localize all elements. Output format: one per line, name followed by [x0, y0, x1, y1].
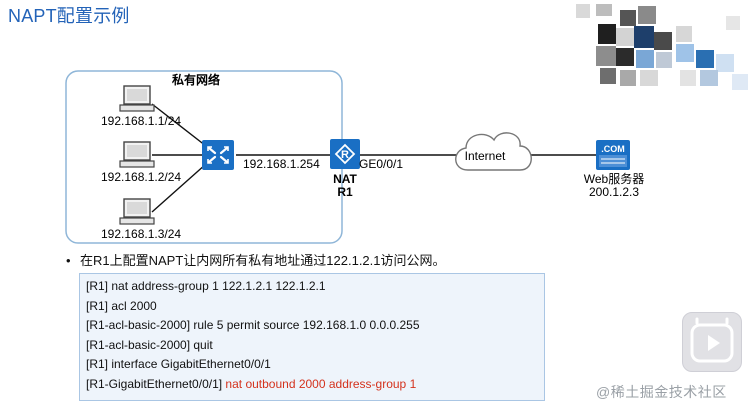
watermark-text: @稀土掘金技术社区 — [596, 384, 727, 400]
server-icon — [596, 140, 630, 170]
bullet-dot: • — [66, 253, 71, 268]
description-line: • 在R1上配置NAPT让内网所有私有地址通过122.1.2.1访问公网。 — [66, 250, 446, 269]
command-text: [R1] acl 2000 — [86, 298, 157, 313]
server-badge-text: .COM — [601, 144, 625, 154]
command-line: [R1] acl 2000 — [86, 297, 544, 317]
pixelated-image-area — [576, 4, 754, 104]
command-line: [R1-acl-basic-2000] quit — [86, 336, 544, 356]
router-interface-label: GE0/0/1 — [359, 157, 403, 171]
server-ip-label: 200.1.2.3 — [589, 185, 639, 199]
command-text: [R1] interface GigabitEthernet0/0/1 — [86, 357, 271, 372]
server-name-label: Web服务器 — [584, 171, 644, 186]
private-network-label: 私有网络 — [171, 72, 220, 87]
host-1-ip: 192.168.1.1/24 — [101, 114, 181, 128]
gateway-ip: 192.168.1.254 — [243, 157, 320, 171]
switch-icon — [202, 140, 234, 170]
play-icon — [690, 317, 734, 363]
router-type-label: NAT — [333, 172, 357, 186]
video-play-button[interactable] — [682, 312, 742, 372]
description-text: 在R1上配置NAPT让内网所有私有地址通过122.1.2.1访问公网。 — [80, 253, 446, 268]
pc-icon — [119, 85, 155, 112]
command-text: [R1-acl-basic-2000] quit — [86, 337, 213, 352]
command-line: [R1] interface GigabitEthernet0/0/1 — [86, 355, 544, 375]
command-line: [R1-acl-basic-2000] rule 5 permit source… — [86, 316, 544, 336]
link-pc3-switch — [151, 163, 207, 213]
command-text: [R1] nat address-group 1 122.1.2.1 122.1… — [86, 279, 326, 293]
link-pc1-switch — [151, 103, 207, 147]
command-line: [R1] nat address-group 1 122.1.2.1 122.1… — [86, 277, 544, 297]
command-highlight-text: nat outbound 2000 address-group 1 — [225, 376, 417, 391]
internet-label: Internet — [465, 149, 506, 163]
command-text: [R1-GigabitEthernet0/0/1] — [86, 376, 226, 391]
page-title: NAPT配置示例 — [8, 6, 130, 26]
command-line: [R1-GigabitEthernet0/0/1] nat outbound 2… — [86, 375, 544, 395]
host-3-ip: 192.168.1.3/24 — [101, 227, 181, 241]
cloud-icon — [455, 132, 532, 171]
command-text: [R1-acl-basic-2000] rule 5 permit source… — [86, 318, 420, 333]
command-box: [R1] nat address-group 1 122.1.2.1 122.1… — [79, 273, 545, 401]
router-name-label: R1 — [337, 185, 353, 199]
network-topology-diagram: R .COM 私有网络 192.168.1.1/24 192.168.1.2/2… — [65, 70, 644, 244]
pc-icon — [119, 141, 155, 168]
svg-text:R: R — [341, 149, 349, 161]
host-2-ip: 192.168.1.2/24 — [101, 170, 181, 184]
router-icon: R — [330, 139, 360, 169]
pc-icon — [119, 198, 155, 225]
